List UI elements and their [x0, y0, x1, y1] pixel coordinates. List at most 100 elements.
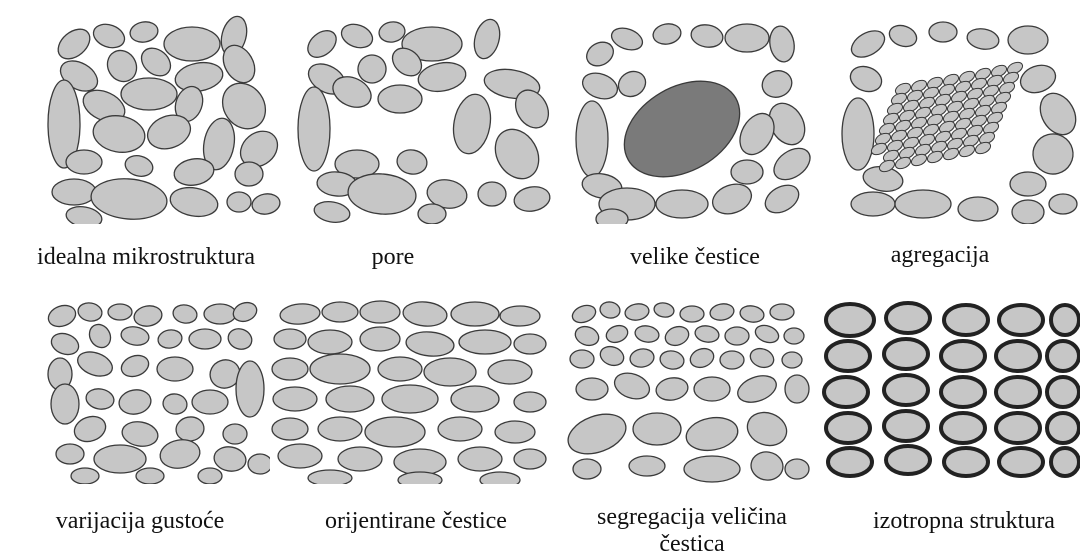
particle	[398, 472, 442, 484]
isotropic-particle	[1047, 413, 1079, 443]
caption-density-variation: varijacija gustoće	[20, 508, 260, 535]
particle	[731, 160, 763, 184]
particle	[459, 330, 511, 354]
particle	[418, 204, 446, 224]
particle	[378, 85, 422, 113]
particle	[576, 378, 608, 400]
particle	[227, 192, 251, 212]
particle	[272, 358, 308, 380]
particle	[611, 369, 653, 404]
particle	[570, 350, 594, 368]
particle	[563, 407, 632, 461]
particle	[168, 184, 220, 220]
particle	[680, 306, 704, 322]
particle	[117, 387, 153, 416]
particle	[48, 330, 81, 358]
particle	[172, 303, 199, 325]
particle	[322, 302, 358, 322]
particle	[85, 321, 114, 352]
isotropic-particle	[944, 448, 988, 476]
particle	[303, 25, 342, 62]
isotropic-particle	[1051, 448, 1079, 476]
caption-ideal: idealna mikrostruktura	[8, 244, 284, 271]
particle	[514, 392, 546, 412]
isotropic-particle	[826, 341, 870, 371]
particle	[278, 444, 322, 468]
isotropic-particle	[996, 341, 1040, 371]
particle	[847, 62, 885, 95]
isotropic-particle	[996, 377, 1040, 407]
caption-aggregation: agregacija	[860, 242, 1020, 269]
isotropic-particle	[828, 448, 872, 476]
particle	[470, 17, 504, 62]
particle	[416, 59, 468, 95]
particle	[338, 20, 376, 52]
particle	[604, 323, 630, 346]
particle	[958, 197, 998, 221]
particle	[886, 22, 919, 50]
isotropic-particle	[826, 304, 874, 336]
particle	[784, 328, 804, 344]
particle	[514, 334, 546, 354]
particle	[782, 352, 802, 368]
particle	[767, 24, 797, 64]
particle	[51, 384, 79, 424]
particle	[394, 449, 446, 475]
particle	[598, 343, 627, 368]
particle	[582, 37, 617, 70]
isotropic-particle	[999, 305, 1043, 335]
particle	[688, 345, 717, 370]
particle	[136, 468, 164, 484]
particle	[458, 447, 502, 471]
isotropic-particle	[886, 303, 930, 333]
particle	[338, 447, 382, 471]
particle	[654, 375, 689, 402]
panel-ideal	[44, 14, 284, 224]
caption-size-segregation-line2: čestica	[659, 531, 724, 557]
particle	[709, 302, 735, 322]
caption-size-segregation: segregacija veličina čestica	[572, 504, 812, 558]
particle	[495, 421, 535, 443]
particle	[573, 459, 601, 479]
particle	[614, 67, 650, 102]
particle	[629, 456, 665, 476]
isotropic-particle	[941, 413, 985, 443]
particle	[118, 352, 151, 380]
particle	[66, 150, 102, 174]
particle	[318, 417, 362, 441]
particle	[310, 354, 370, 384]
particle	[629, 347, 656, 369]
isotropic-particle	[1051, 305, 1079, 335]
panel-oriented-particles	[270, 294, 555, 484]
particle	[360, 327, 400, 351]
particle	[313, 199, 352, 224]
particle	[235, 162, 263, 186]
particle	[405, 330, 455, 358]
particle	[478, 182, 506, 206]
particle	[748, 345, 777, 370]
panel-size-segregation	[562, 294, 812, 484]
particle	[573, 323, 602, 348]
isotropic-particle	[1047, 377, 1079, 407]
particle	[579, 69, 621, 104]
isotropic-particle	[1047, 341, 1079, 371]
particle	[785, 459, 809, 479]
panel-isotropic	[818, 294, 1080, 484]
particle	[451, 302, 499, 326]
particle	[274, 329, 306, 349]
particle	[1010, 172, 1046, 196]
particle	[451, 386, 499, 412]
particle	[758, 67, 795, 102]
isotropic-particle	[884, 339, 928, 369]
particle	[71, 412, 109, 445]
isotropic-particle	[884, 411, 928, 441]
particle	[487, 121, 548, 186]
isotropic-particle	[941, 341, 985, 371]
particle	[785, 375, 809, 403]
particle	[708, 179, 755, 219]
particle	[488, 360, 532, 384]
particle	[624, 302, 650, 322]
caption-isotropic: izotropna struktura	[848, 508, 1080, 535]
particle	[514, 449, 546, 469]
particle	[45, 302, 78, 330]
